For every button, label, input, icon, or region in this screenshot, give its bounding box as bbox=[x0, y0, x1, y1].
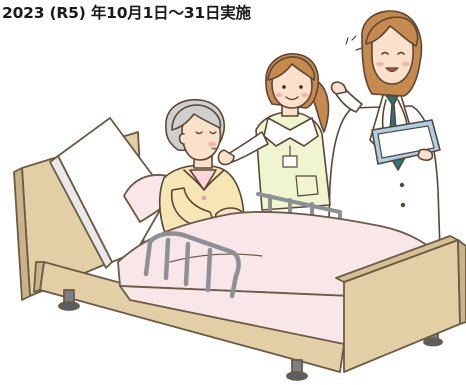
doctor-figure bbox=[327, 10, 441, 251]
survey-period-caption: 2023 (R5) 年10月1日〜31日実施 bbox=[2, 4, 251, 22]
elderly-patient-figure bbox=[158, 98, 247, 245]
care-bed bbox=[13, 117, 443, 381]
bed-blanket-and-rails bbox=[117, 192, 466, 373]
nurse-figure bbox=[217, 53, 331, 211]
